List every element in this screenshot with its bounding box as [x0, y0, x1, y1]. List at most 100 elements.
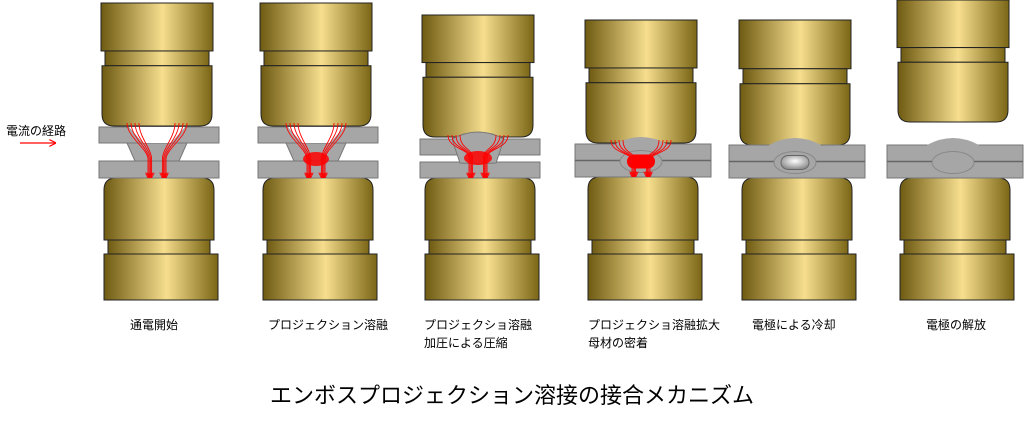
current-path-line: [126, 122, 148, 177]
electrode-tip: [585, 82, 697, 144]
upper-electrode: [738, 19, 852, 146]
workpiece-sheets: [886, 138, 1024, 179]
step-label-line: プロジェクション溶融: [268, 318, 389, 332]
step-1-panel: [98, 2, 220, 301]
step-2-label: プロジェクション溶融: [268, 316, 388, 334]
current-path-line: [130, 122, 149, 177]
electrode-neck: [900, 47, 1006, 63]
electrode-neck: [591, 239, 695, 255]
step-6-label: 電極の解放: [926, 316, 986, 334]
electrode-neck: [742, 68, 848, 85]
emboss-bump: [769, 138, 821, 151]
step-3-panel: [419, 14, 541, 301]
electrode-neck: [745, 239, 849, 255]
step-label-line: 母材の密着: [588, 336, 649, 350]
current-path-line: [485, 134, 501, 177]
step-1-label: 通電開始: [130, 316, 178, 334]
step-5-panel: [728, 19, 866, 301]
step-label-line: プロジェクショ溶融拡大: [588, 318, 721, 332]
lower-electrode: [262, 177, 378, 301]
current-path-line: [321, 122, 335, 177]
step-label-line: プロジェクショ溶融: [424, 318, 533, 332]
current-path-line: [166, 122, 188, 177]
current-path-line: [483, 134, 497, 177]
electrode-base: [424, 253, 540, 301]
current-flow-lines: [285, 122, 347, 177]
current-path-line: [285, 122, 307, 177]
step-label-line: 通電開始: [130, 318, 179, 332]
current-path-line: [297, 122, 311, 177]
weld-zone: [931, 151, 975, 174]
current-path-line: [289, 122, 308, 177]
current-path-line: [134, 122, 150, 177]
upper-electrode: [584, 19, 698, 144]
lower-electrode: [424, 177, 540, 301]
electrode-base: [587, 253, 703, 301]
upper-electrode: [421, 14, 535, 138]
current-path-line: [459, 134, 473, 177]
lower-sheet: [98, 160, 220, 179]
current-path-line: [451, 134, 470, 177]
diagram-title: エンボスプロジェクション溶接の接合メカニズム: [269, 384, 754, 409]
electrode-neck: [107, 239, 211, 255]
electrode-cap: [738, 19, 852, 70]
electrode-tip: [739, 83, 851, 146]
solidified-nugget: [780, 155, 810, 170]
step-2-panel: [257, 2, 379, 301]
electrode-tip: [741, 177, 853, 241]
electrode-tip: [424, 177, 536, 241]
current-flow-lines: [610, 139, 672, 176]
electrode-cap: [100, 2, 214, 52]
emboss-recess: [288, 127, 344, 143]
electrode-tip: [260, 65, 372, 127]
current-path-line: [324, 122, 343, 177]
electrode-neck: [425, 62, 531, 78]
electrode-cap: [896, 0, 1010, 49]
electrode-tip: [422, 76, 534, 138]
current-path-line: [649, 139, 668, 176]
legend-label: 電流の経路: [6, 124, 67, 138]
electrode-tip: [899, 177, 1011, 241]
emboss-bump: [927, 138, 979, 151]
electrode-neck: [588, 67, 694, 84]
current-path-line: [610, 139, 632, 176]
electrode-tip: [587, 176, 699, 241]
current-flow-lines: [447, 134, 509, 177]
electrode-cap: [584, 19, 698, 69]
electrode-neck: [266, 239, 370, 255]
lower-electrode: [103, 177, 219, 301]
current-path-line: [648, 139, 664, 176]
current-path-line: [622, 139, 636, 176]
lower-electrode: [587, 176, 703, 301]
upper-electrode: [896, 0, 1010, 123]
current-flow-lines: [126, 122, 188, 177]
electrode-tip: [103, 177, 215, 241]
electrode-neck: [428, 239, 532, 255]
projection-emboss: [126, 142, 188, 162]
lower-electrode: [741, 177, 857, 301]
current-path-line: [614, 139, 633, 176]
current-path-line: [486, 134, 505, 177]
electrode-base: [741, 253, 857, 301]
step-4-panel: [574, 19, 712, 301]
electrode-neck: [104, 50, 210, 67]
electrode-base: [103, 253, 219, 301]
electrode-cap: [259, 2, 373, 52]
emboss-bump: [615, 137, 667, 150]
electrode-neck: [263, 50, 369, 67]
current-path-line: [447, 134, 469, 177]
electrode-tip: [897, 61, 1009, 123]
current-path-line: [650, 139, 672, 176]
emboss-recess: [129, 127, 185, 143]
current-path-line: [293, 122, 309, 177]
current-path-line: [487, 134, 509, 177]
electrode-neck: [903, 239, 1007, 255]
upper-electrode: [100, 2, 214, 127]
step-3-label: プロジェクショ溶融加圧による圧縮: [424, 316, 532, 352]
current-path-line: [455, 134, 471, 177]
electrode-tip: [262, 177, 374, 241]
current-path-line: [165, 122, 184, 177]
step-label-line: 電極による冷却: [752, 318, 836, 332]
step-6-panel: [886, 0, 1024, 301]
